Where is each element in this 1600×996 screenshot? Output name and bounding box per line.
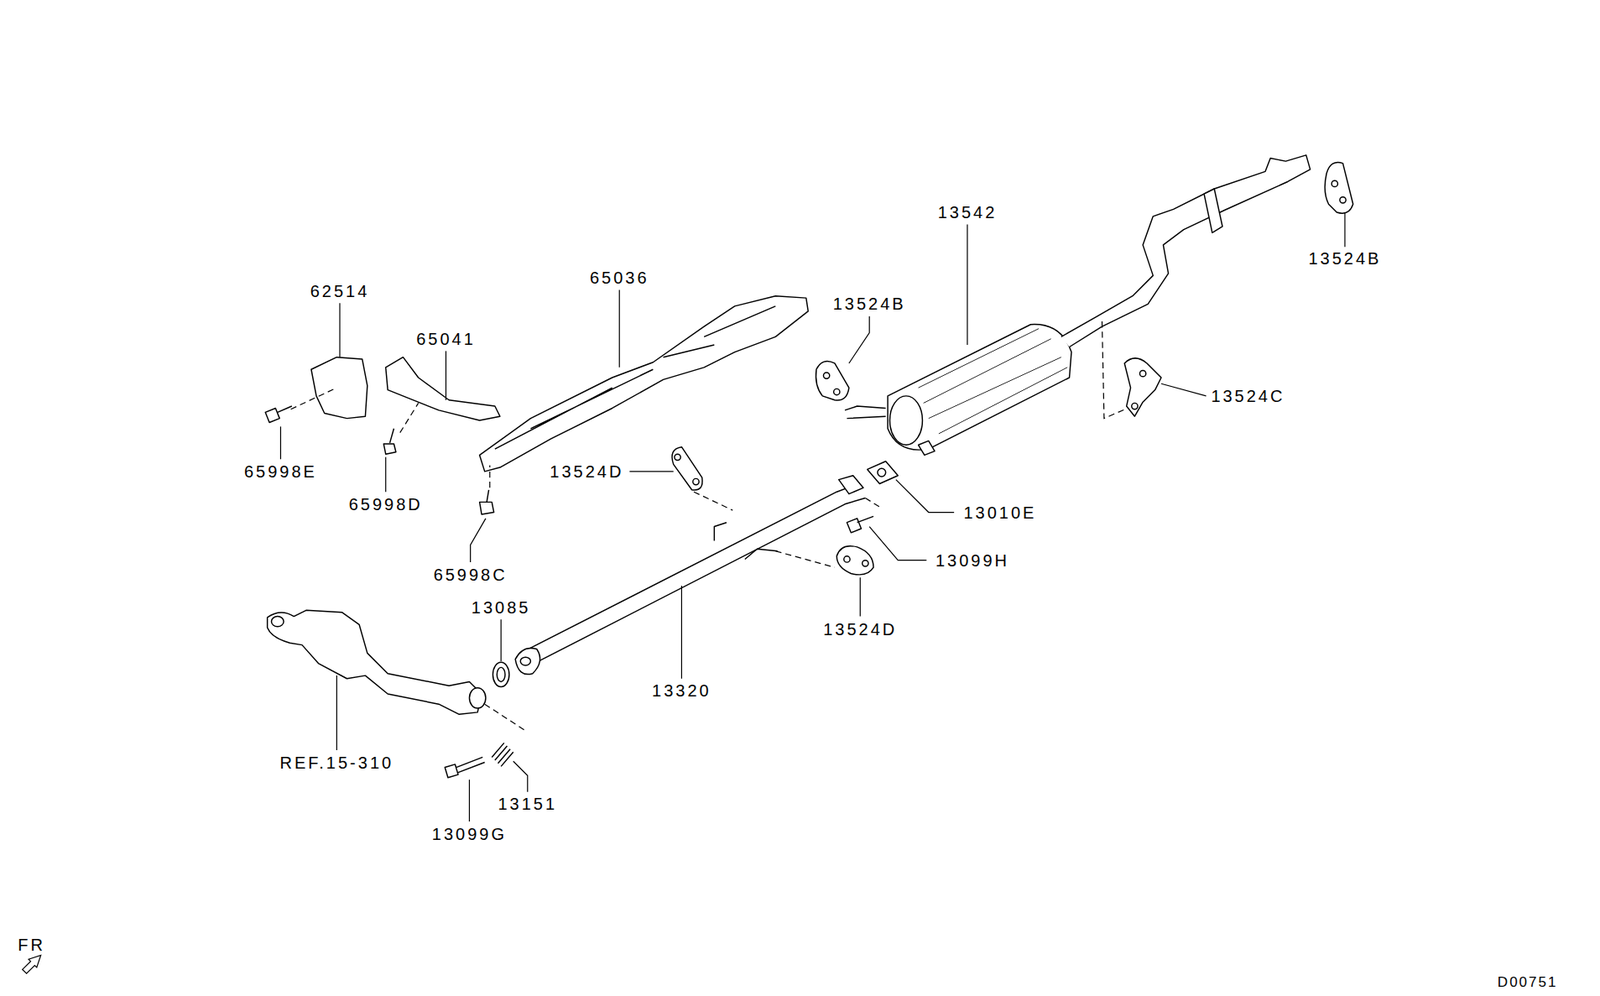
callout-number: 65036 (588, 268, 652, 287)
callout-number: 65998C (432, 565, 510, 584)
callout-number: 13524C (1209, 386, 1287, 406)
callout-number: 65998E (242, 462, 319, 481)
callout-number: 13151 (495, 794, 559, 814)
callout-number: 13099G (430, 824, 509, 844)
drawing-number: D00751 (1495, 973, 1560, 992)
callout-number: REF.15-310 (278, 753, 397, 772)
callout-number: 65041 (414, 329, 478, 349)
callout-number: 65998D (347, 495, 425, 514)
callout-number: 13524D (821, 620, 899, 639)
callout-number: 13099H (933, 551, 1012, 570)
callout-number: 13542 (936, 203, 1000, 222)
callout-number: 13524B (1306, 249, 1383, 268)
callout-number: 13524B (831, 294, 908, 313)
callout-number: 13010E (961, 503, 1038, 522)
callout-number: 13320 (650, 681, 714, 700)
callout-number: 13085 (469, 598, 533, 617)
callout-number: 13524D (547, 462, 626, 481)
direction-mark: FR (15, 935, 47, 954)
callout-number: 62514 (308, 281, 372, 301)
